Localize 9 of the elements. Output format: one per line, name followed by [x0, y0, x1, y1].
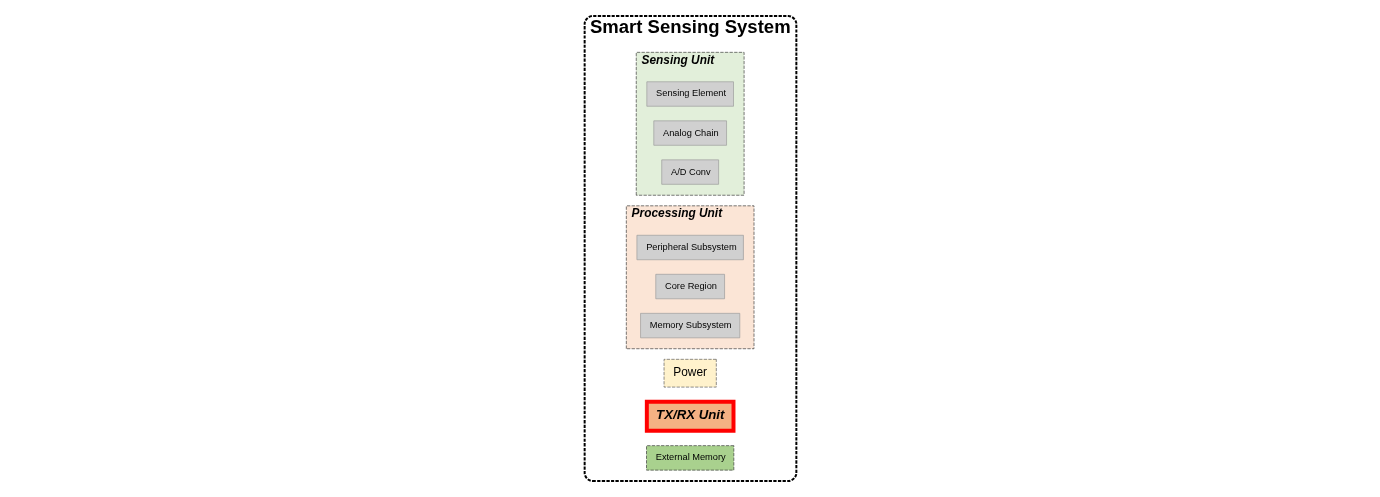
node-box: A/D Conv — [660, 159, 719, 185]
node-box: Analog Chain — [652, 120, 727, 146]
node-box: Memory Subsystem — [639, 313, 740, 339]
node-box: External Memory — [645, 445, 734, 471]
node-box: TX/RX Unit — [644, 399, 735, 433]
node-box: Peripheral Subsystem — [636, 234, 744, 261]
node-box: Core Region — [654, 273, 725, 300]
node-box: Sensing Element — [646, 81, 734, 107]
node-box: Power — [663, 359, 717, 388]
